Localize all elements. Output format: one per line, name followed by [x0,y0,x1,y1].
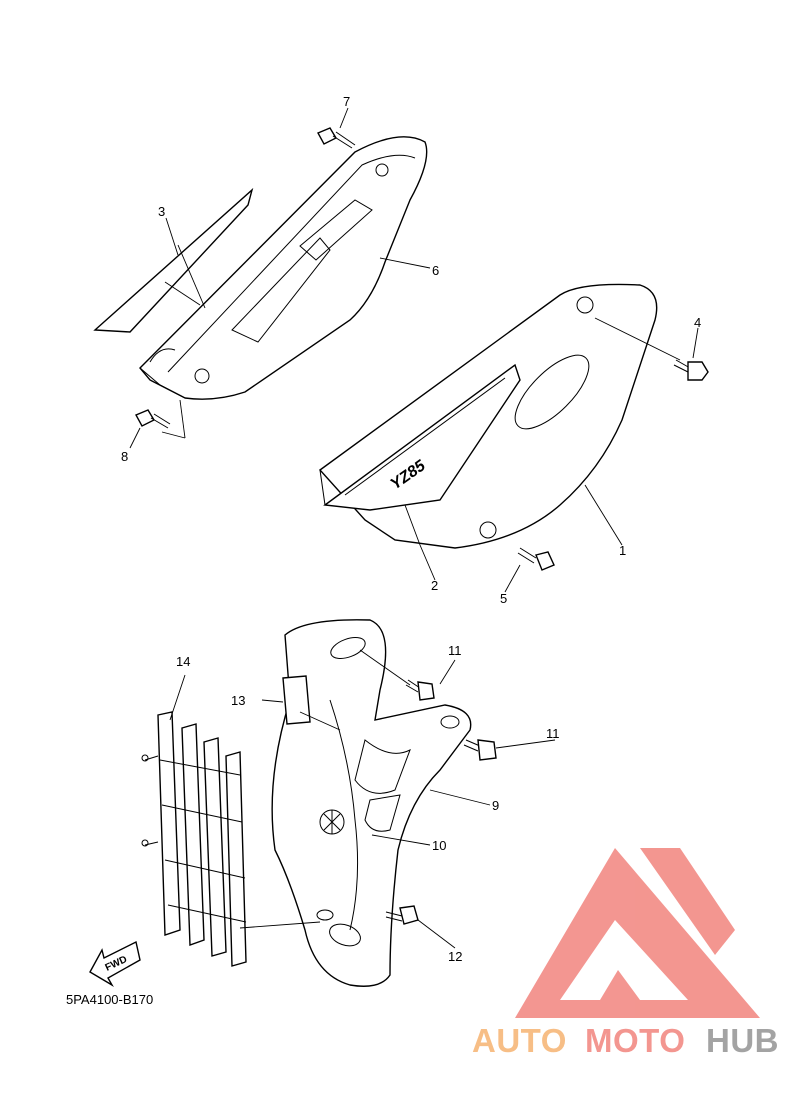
callout-6: 6 [432,263,439,278]
callout-11-b: 11 [546,726,560,741]
bolt-11-a [405,679,435,701]
callout-12: 12 [448,949,462,964]
callout-7: 7 [343,94,350,109]
callout-14: 14 [176,654,190,669]
watermark-logo: AUTO MOTO HUB [472,848,779,1059]
callout-numbers: 1 2 3 4 5 6 7 8 9 10 11 11 12 13 14 [121,94,701,964]
callout-2: 2 [431,578,438,593]
side-cover-6 [139,136,428,400]
bolt-4 [673,359,709,381]
callout-5: 5 [500,591,507,606]
radiator-guard [271,619,472,987]
diagram-code: 5PA4100-B170 [66,992,153,1007]
callout-10: 10 [432,838,446,853]
callout-8: 8 [121,449,128,464]
callout-11-a: 11 [448,643,462,658]
callout-3: 3 [158,204,165,219]
logo-brand-part1: AUTO [472,1022,567,1059]
bolt-7 [317,127,356,149]
side-cover-right: YZ85 [318,283,658,549]
side-cover-left [93,136,428,400]
callout-13: 13 [231,693,245,708]
leader-lines [129,107,699,949]
logo-brand-part2: MOTO [585,1022,685,1059]
pad-13 [282,675,311,725]
callout-1: 1 [619,543,626,558]
radiator-cover-9 [271,619,472,987]
louver-grille-14 [141,711,247,967]
logo-brand-part3: HUB [706,1022,779,1059]
callout-4: 4 [694,315,701,330]
logo-triangle-icon [515,848,760,1018]
bolt-5 [517,547,555,571]
bolt-8 [135,409,171,429]
callout-9: 9 [492,798,499,813]
bolt-11-b [463,739,497,761]
fwd-arrow-icon: FWD [89,940,141,987]
decal-3 [93,187,254,333]
